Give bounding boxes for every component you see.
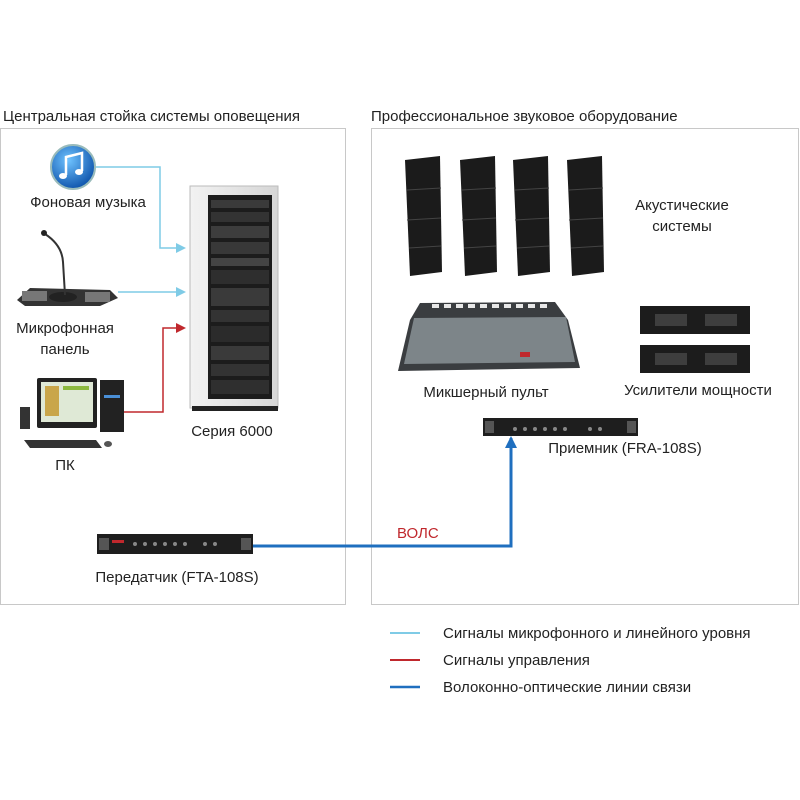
left-section-title: Центральная стойка системы оповещения xyxy=(3,108,300,125)
legend: Сигналы микрофонного и линейного уровня … xyxy=(390,625,751,696)
fiber-line xyxy=(253,436,517,548)
amplifier-icon xyxy=(640,306,750,334)
legend-label-control: Сигналы управления xyxy=(443,652,590,669)
speakers-label-line1: Акустические xyxy=(635,197,729,214)
mixer-console-icon xyxy=(398,302,580,371)
right-section-title: Профессиональное звуковое оборудование xyxy=(371,108,678,125)
fiber-label: ВОЛС xyxy=(397,525,439,542)
speakers-label-line2: системы xyxy=(652,218,712,235)
microphone-panel-icon xyxy=(17,230,118,306)
pc-control-line xyxy=(124,323,186,413)
receiver-device-icon xyxy=(483,418,638,436)
legend-label-audio: Сигналы микрофонного и линейного уровня xyxy=(443,625,751,642)
pc-icon xyxy=(20,378,124,448)
music-audio-line xyxy=(96,166,186,253)
mic-label-line1: Микрофонная xyxy=(16,320,114,337)
music-label: Фоновая музыка xyxy=(30,194,146,211)
right-section-frame xyxy=(371,128,799,605)
left-section-frame xyxy=(0,128,346,605)
music-note-icon xyxy=(50,144,96,190)
rack-label: Серия 6000 xyxy=(191,423,273,440)
receiver-label: Приемник (FRA-108S) xyxy=(548,440,702,457)
speaker-array-icon xyxy=(405,156,604,276)
transmitter-label: Передатчик (FTA-108S) xyxy=(95,569,258,586)
amplifiers-label: Усилители мощности xyxy=(624,382,772,399)
mic-label-line2: панель xyxy=(40,341,89,358)
rack-cabinet-icon xyxy=(189,185,279,411)
amplifier-icon xyxy=(640,345,750,373)
transmitter-device-icon xyxy=(97,534,253,554)
pc-label: ПК xyxy=(55,457,75,474)
legend-label-fiber: Волоконно-оптические линии связи xyxy=(443,679,691,696)
mixer-label: Микшерный пульт xyxy=(423,384,548,401)
